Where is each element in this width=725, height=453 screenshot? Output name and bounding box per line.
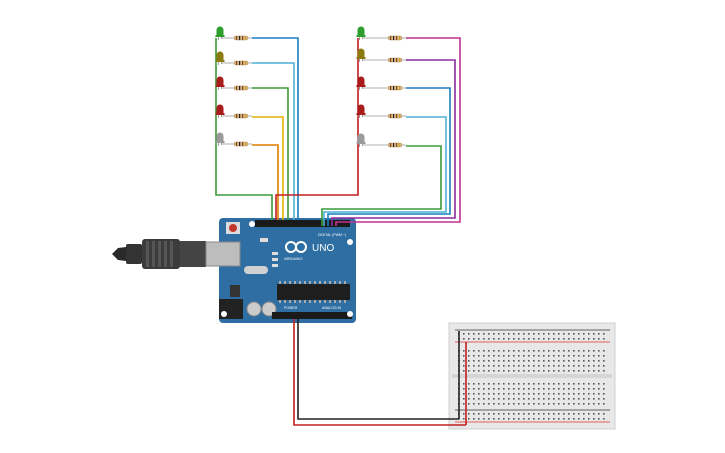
right-led-rim: [356, 142, 366, 144]
right-led-row-3[interactable]: [356, 76, 407, 91]
arduino-logo: [285, 241, 307, 253]
atmega-chip: [277, 284, 350, 300]
left-led-4[interactable]: [216, 104, 224, 115]
left-resistor-1[interactable]: [233, 35, 252, 41]
board-model-label: UNO: [312, 243, 334, 254]
wire-left-led-2: [252, 62, 295, 220]
wire-right-led-3: [327, 87, 451, 226]
left-led-5[interactable]: [216, 132, 224, 143]
wire-ground-to-breadboard: [297, 319, 459, 420]
left-led-row-3[interactable]: [215, 76, 253, 91]
right-resistor-3[interactable]: [387, 85, 406, 91]
left-led-row-2[interactable]: [215, 51, 253, 66]
left-led-row-5[interactable]: [215, 132, 253, 147]
right-led-4[interactable]: [357, 104, 365, 115]
wire-right-led-5: [321, 145, 442, 226]
analog-header-label: ANALOG IN: [322, 306, 342, 310]
wire-right-ground: [275, 38, 359, 220]
left-resistor-3[interactable]: [233, 85, 252, 91]
left-led-row-1[interactable]: [215, 26, 253, 41]
left-resistor-2[interactable]: [233, 60, 252, 66]
right-led-row-2[interactable]: [356, 48, 407, 63]
wire-left-led-4: [252, 116, 284, 220]
usb-port: [205, 241, 241, 267]
led-column-left: [215, 26, 253, 147]
wires: [215, 37, 467, 426]
right-led-rim: [356, 57, 366, 59]
right-led-row-5[interactable]: [356, 133, 407, 148]
right-resistor-4[interactable]: [387, 113, 406, 119]
left-led-rim: [215, 35, 225, 37]
right-led-3[interactable]: [357, 76, 365, 87]
right-led-rim: [356, 85, 366, 87]
breadboard-center-channel: [452, 374, 612, 378]
digital-header-label: DIGITAL (PWM ~): [318, 233, 346, 237]
wire-power-to-breadboard: [293, 319, 466, 426]
left-led-row-4[interactable]: [215, 104, 253, 119]
arduino-uno-board[interactable]: UNO ARDUINO DIGITAL (PWM ~) POWER ANALOG…: [205, 218, 356, 323]
wire-left-led-1: [252, 37, 299, 220]
left-led-2[interactable]: [216, 51, 224, 61]
left-resistor-5[interactable]: [233, 141, 252, 147]
left-led-3[interactable]: [216, 76, 224, 87]
left-led-1[interactable]: [216, 26, 224, 36]
left-resistor-4[interactable]: [233, 113, 252, 119]
wire-right-led-1: [335, 37, 461, 226]
right-led-rim: [356, 113, 366, 115]
power-analog-header[interactable]: [272, 312, 352, 319]
wire-left-led-3: [252, 87, 289, 220]
right-resistor-1[interactable]: [387, 35, 406, 41]
left-led-rim: [215, 85, 225, 87]
right-resistor-5[interactable]: [387, 142, 406, 148]
left-led-rim: [215, 113, 225, 115]
right-led-row-1[interactable]: [356, 26, 407, 41]
right-led-5[interactable]: [357, 133, 365, 143]
right-led-1[interactable]: [357, 26, 365, 36]
wire-left-ground: [215, 38, 273, 220]
left-led-rim: [215, 141, 225, 143]
power-header-label: POWER: [284, 306, 298, 310]
crystal: [244, 266, 268, 274]
right-led-2[interactable]: [357, 48, 365, 59]
wire-right-led-2: [331, 59, 456, 226]
right-resistor-2[interactable]: [387, 57, 406, 63]
wire-right-led-4: [323, 116, 447, 226]
left-led-rim: [215, 60, 225, 62]
board-brand-label: ARDUINO: [284, 256, 302, 261]
wire-left-led-5: [252, 144, 279, 220]
led-column-right: [356, 26, 407, 148]
digital-header[interactable]: [255, 220, 350, 227]
capacitor: [246, 301, 262, 317]
right-led-rim: [356, 35, 366, 37]
right-led-row-4[interactable]: [356, 104, 407, 119]
breadboard[interactable]: [448, 322, 616, 430]
breadboard-holes: [458, 333, 605, 420]
